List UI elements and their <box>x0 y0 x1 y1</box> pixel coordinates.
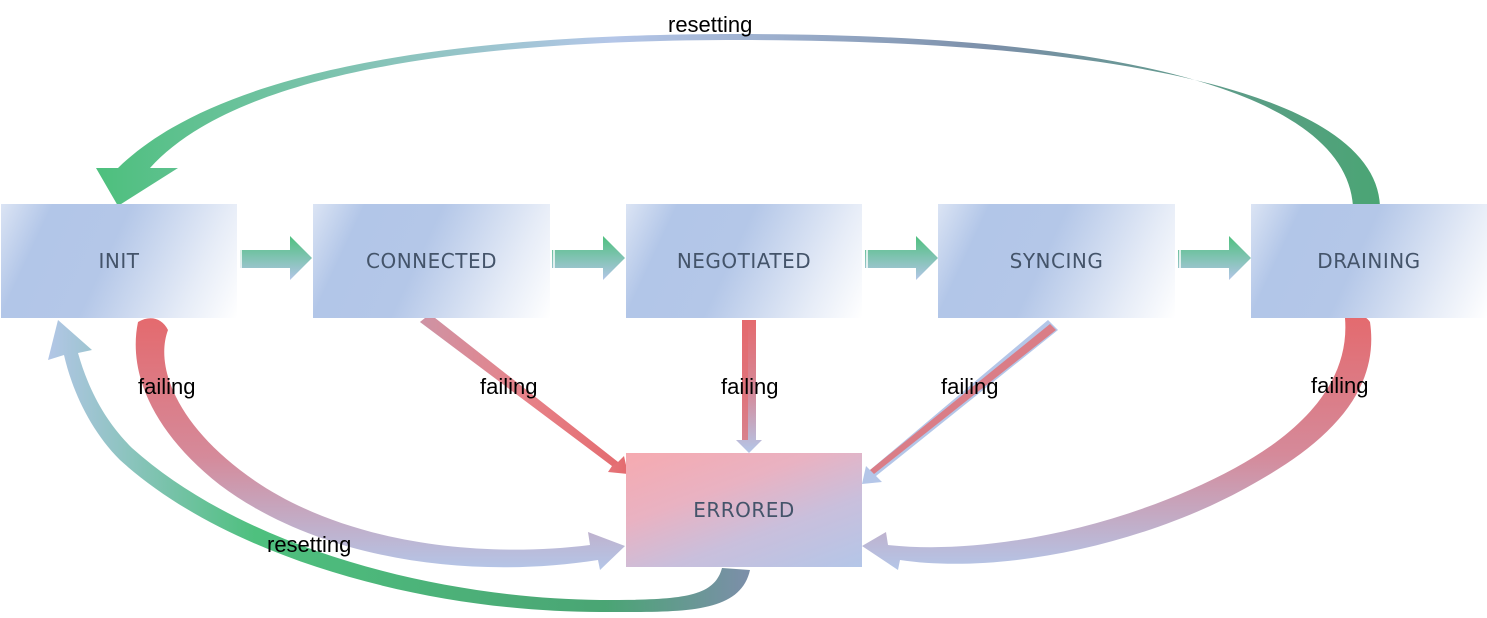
fail-arrow-connected <box>420 314 628 474</box>
state-syncing-label: SYNCING <box>1009 249 1104 273</box>
label-failing-init: failing <box>138 374 196 399</box>
next-arrow-1 <box>240 236 312 280</box>
label-failing-negotiated: failing <box>721 374 779 399</box>
state-connected[interactable]: CONNECTED <box>313 204 550 318</box>
state-init-label: INIT <box>98 249 140 273</box>
label-resetting-top: resetting <box>668 12 753 37</box>
state-init[interactable]: INIT <box>1 204 237 318</box>
state-negotiated-label: NEGOTIATED <box>676 249 812 273</box>
next-arrow-2 <box>552 236 625 280</box>
reset-arrow-top <box>96 34 1380 206</box>
state-syncing[interactable]: SYNCING <box>938 204 1175 318</box>
state-errored[interactable]: ERRORED <box>626 453 862 567</box>
state-errored-label: ERRORED <box>693 498 795 522</box>
state-draining[interactable]: DRAINING <box>1251 204 1487 318</box>
label-failing-draining: failing <box>1311 373 1369 398</box>
label-failing-syncing: failing <box>941 374 999 399</box>
fail-arrow-init <box>135 318 625 570</box>
label-failing-connected: failing <box>480 374 538 399</box>
label-resetting-bottom: resetting <box>267 532 352 557</box>
fail-arrow-negotiated <box>736 320 762 453</box>
state-connected-label: CONNECTED <box>366 249 497 273</box>
next-arrow-3 <box>865 236 938 280</box>
state-negotiated[interactable]: NEGOTIATED <box>626 204 862 318</box>
fail-arrow-syncing <box>862 320 1058 484</box>
fail-arrow-draining <box>862 314 1372 570</box>
state-draining-label: DRAINING <box>1317 249 1421 273</box>
next-arrow-4 <box>1178 236 1251 280</box>
